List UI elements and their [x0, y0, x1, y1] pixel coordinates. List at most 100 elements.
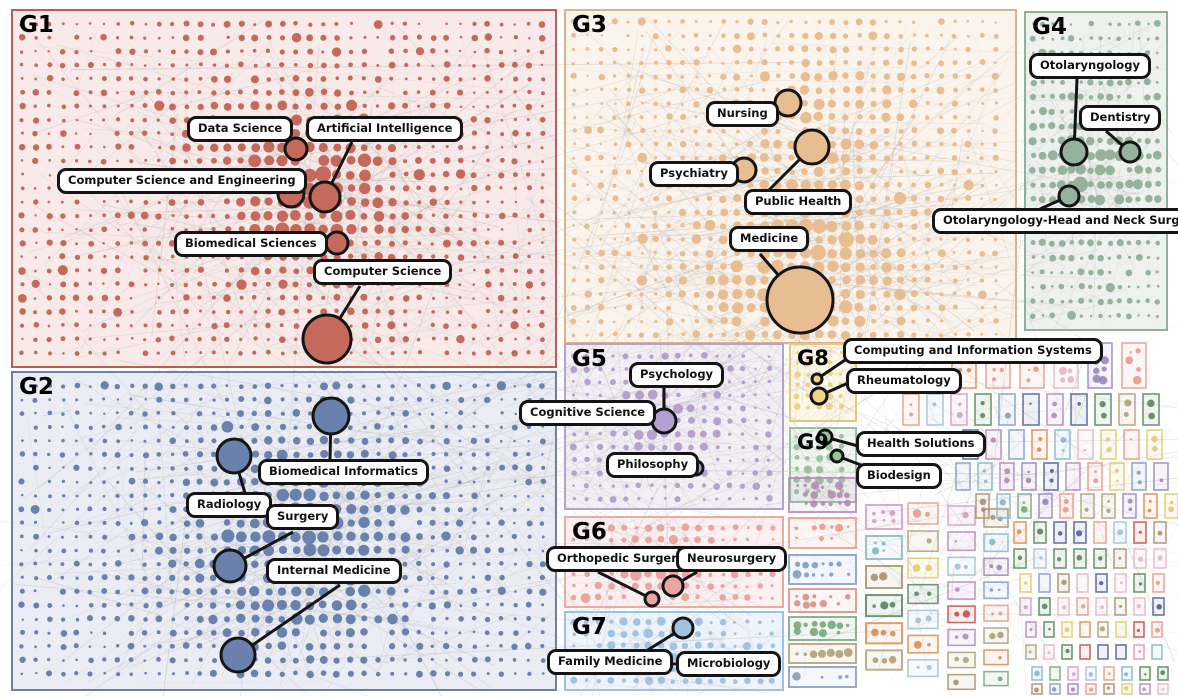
callout-artificial-intelligence: Artificial Intelligence — [306, 116, 464, 142]
group-label-g3: G3 — [572, 12, 607, 38]
node-dentistry — [1118, 140, 1142, 164]
node-computing-and-information-systems — [810, 372, 824, 386]
mosaic-box — [1043, 462, 1059, 491]
mosaic-box — [1077, 429, 1094, 460]
mosaic-box — [977, 462, 993, 491]
node-orthopedic-surgery — [643, 590, 661, 608]
mosaic-box — [950, 393, 968, 426]
mosaic-box — [996, 493, 1011, 519]
callout-neurosurgery: Neurosurgery — [676, 546, 788, 572]
node-computer-science — [301, 313, 353, 365]
group-label-g7: G7 — [572, 614, 607, 640]
callout-otolaryngology: Otolaryngology — [1029, 53, 1151, 79]
mosaic-box — [907, 634, 939, 654]
mosaic-box — [1101, 493, 1116, 519]
mosaic-box — [1115, 644, 1127, 660]
mosaic-box — [1065, 462, 1081, 491]
group-label-g9: G9 — [797, 430, 829, 454]
node-artificial-intelligence — [308, 180, 342, 214]
node-otolaryngology-head-and-neck-surgery — [1057, 184, 1081, 208]
mosaic-box — [1038, 493, 1053, 519]
mosaic-box — [1164, 493, 1178, 519]
mosaic-box — [907, 502, 939, 525]
mosaic-box — [1118, 393, 1136, 426]
mosaic-box — [947, 505, 976, 526]
mosaic-box — [983, 557, 1009, 576]
callout-surgery: Surgery — [266, 504, 340, 530]
mosaic-box — [974, 393, 992, 426]
group-box-border-g4 — [1024, 11, 1168, 331]
mosaic-box — [907, 583, 939, 605]
callout-microbiology: Microbiology — [676, 651, 782, 677]
group-label-g6: G6 — [572, 519, 607, 545]
mosaic-box — [975, 493, 990, 519]
mosaic-box — [1142, 393, 1160, 426]
mosaic-box — [1100, 429, 1117, 460]
mosaic-box — [1017, 493, 1032, 519]
mosaic-box — [1080, 493, 1095, 519]
mosaic-box — [983, 581, 1009, 600]
mosaic-box — [1097, 644, 1109, 660]
callout-psychiatry: Psychiatry — [649, 161, 739, 187]
mosaic-box — [926, 393, 944, 426]
mosaic-box — [983, 604, 1009, 622]
mosaic-box — [902, 393, 920, 426]
callout-rheumatology: Rheumatology — [846, 368, 962, 394]
callout-data-science: Data Science — [187, 116, 294, 142]
mosaic-box — [985, 429, 1002, 460]
group-label-g8: G8 — [797, 346, 829, 370]
dot-grid-g8 — [793, 349, 845, 410]
mosaic-box — [983, 670, 1009, 687]
callout-cognitive-science: Cognitive Science — [519, 400, 657, 426]
mosaic-box — [1093, 521, 1107, 544]
node-internal-medicine — [219, 636, 257, 674]
mosaic-box — [1146, 429, 1163, 460]
mosaic-box — [947, 556, 976, 576]
mosaic-box — [998, 393, 1016, 426]
node-biomedical-sciences — [324, 230, 350, 256]
node-neurosurgery — [661, 574, 685, 598]
mosaic-box — [947, 628, 976, 647]
callout-orthopedic-surgery: Orthopedic Surgery — [546, 546, 696, 572]
mosaic-box — [947, 581, 976, 600]
node-surgery — [212, 548, 248, 584]
mosaic-box — [983, 627, 1009, 644]
callout-otolaryngology-head-and-neck-surgery: Otolaryngology-Head and Neck Surgery — [932, 208, 1178, 234]
mosaic-box — [955, 462, 971, 491]
mosaic-box — [999, 462, 1015, 491]
mosaic-box — [1143, 493, 1158, 519]
mosaic-box — [865, 504, 903, 530]
group-box-border-g2 — [11, 371, 557, 691]
mosaic-box — [1115, 621, 1127, 638]
node-biomedical-informatics — [311, 396, 351, 436]
mosaic-box — [907, 557, 939, 579]
mosaic-box — [1079, 644, 1091, 660]
callout-dentistry: Dentistry — [1079, 105, 1162, 131]
callout-computer-science-and-engineering: Computer Science and Engineering — [57, 168, 307, 194]
callout-public-health: Public Health — [744, 189, 853, 215]
node-radiology — [215, 437, 253, 475]
group-label-g2: G2 — [19, 374, 54, 400]
mosaic-box — [1087, 462, 1103, 491]
callout-radiology: Radiology — [186, 492, 273, 518]
mosaic-box — [907, 609, 939, 630]
callout-computing-and-information-systems: Computing and Information Systems — [843, 338, 1103, 364]
mosaic-box — [1122, 493, 1137, 519]
mosaic-box — [947, 673, 976, 691]
mosaic-box — [983, 533, 1009, 553]
callout-medicine: Medicine — [729, 226, 810, 252]
group-box-border-g5 — [564, 343, 784, 510]
mosaic-box — [1021, 462, 1037, 491]
mosaic-box — [947, 531, 976, 552]
mosaic-box — [788, 517, 857, 549]
mosaic-box — [1054, 429, 1071, 460]
mosaic-box — [1131, 462, 1147, 491]
mosaic-box — [907, 658, 939, 678]
callout-psychology: Psychology — [629, 362, 725, 388]
callout-biodesign: Biodesign — [856, 463, 942, 489]
callout-biomedical-informatics: Biomedical Informatics — [258, 459, 429, 485]
callout-connector-orthopedic-surgery — [597, 570, 653, 601]
group-label-g4: G4 — [1032, 14, 1067, 40]
callout-health-solutions: Health Solutions — [856, 431, 986, 457]
